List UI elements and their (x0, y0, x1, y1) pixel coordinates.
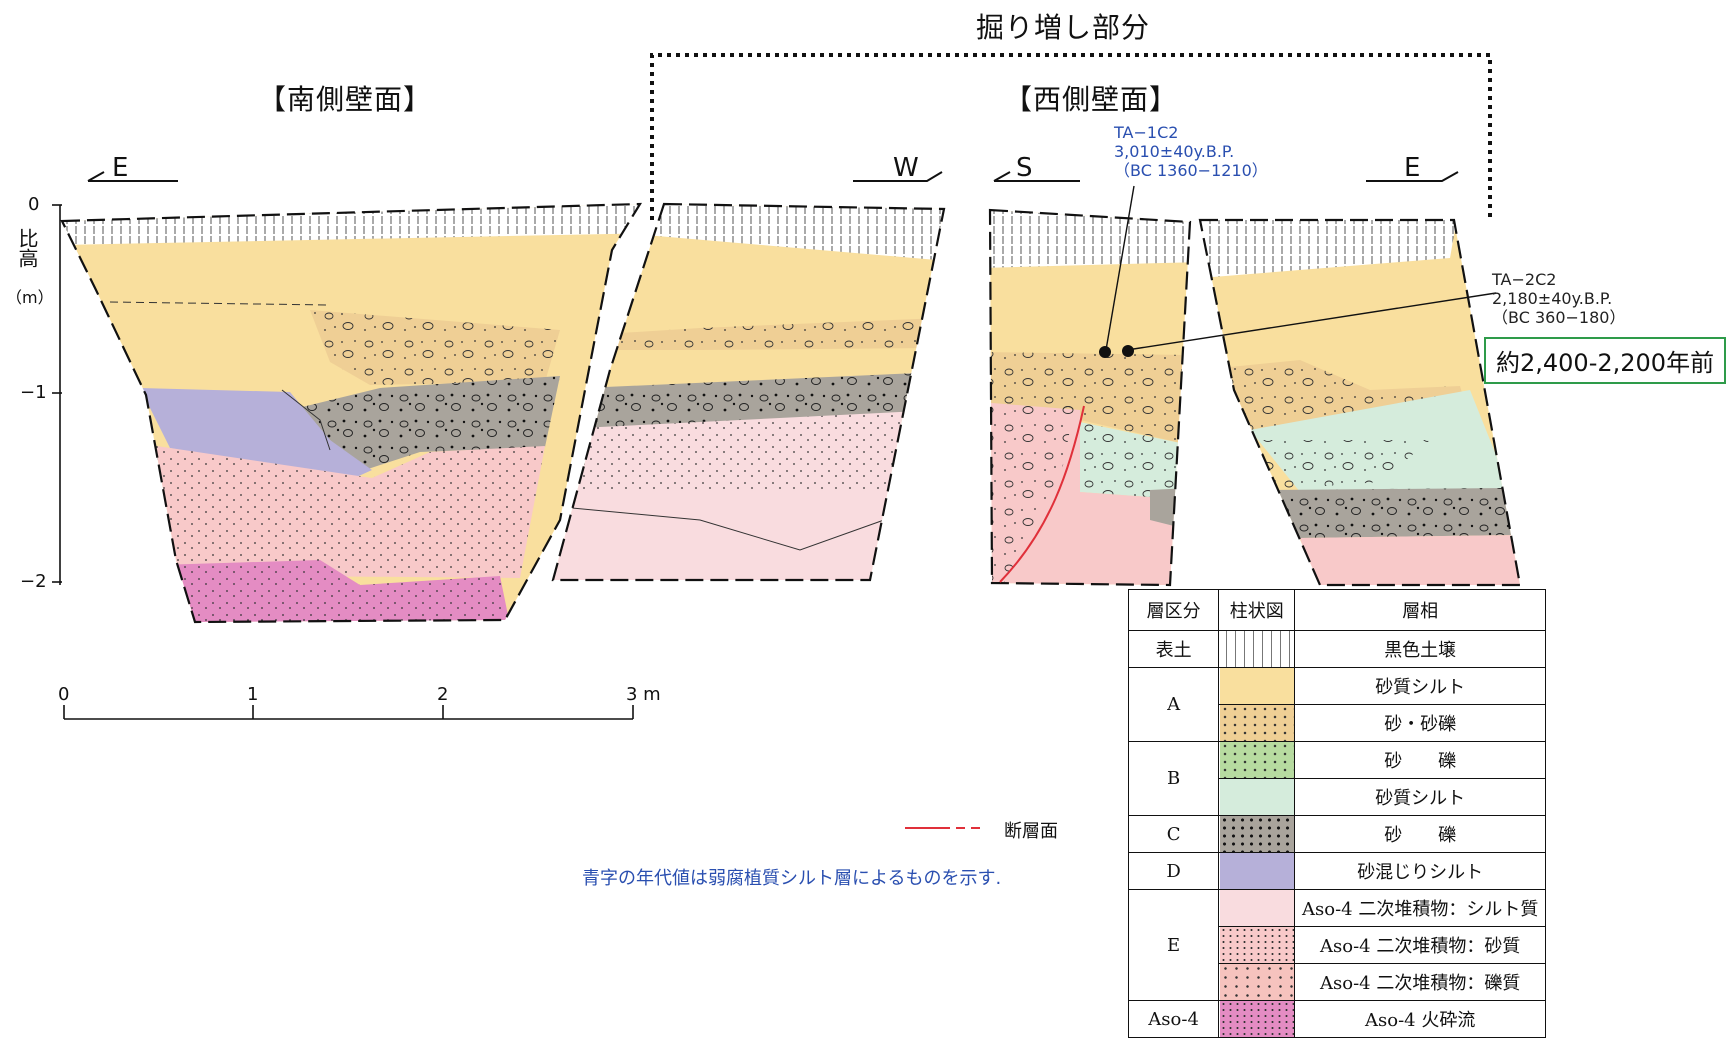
swatch-a-silt (1219, 668, 1294, 704)
legend-row: Aso-4 二次堆積物：砂質 (1129, 926, 1546, 964)
legend-division: D (1127, 852, 1220, 890)
direction-west: W (893, 153, 919, 183)
elevation-tick-1: −1 (20, 382, 47, 403)
swatch-a-gravel (1219, 705, 1294, 741)
legend-swatch-cell (1218, 815, 1296, 853)
sample-age: 3,010±40y.B.P. (1114, 142, 1235, 161)
elevation-tick-2: −2 (20, 571, 47, 592)
legend-swatch-cell (1218, 852, 1296, 890)
legend-facies: 黒色土壌 (1294, 630, 1546, 668)
legend-row: B 砂 礫 (1127, 741, 1546, 816)
age-estimate-box: 約2,400-2,200年前 (1484, 337, 1727, 384)
legend-division: B (1127, 741, 1220, 816)
legend-swatch-cell (1218, 889, 1296, 927)
legend-row: D 砂混じりシルト (1127, 852, 1546, 890)
legend-header-facies: 層相 (1294, 589, 1546, 631)
legend-facies: Aso-4 火砕流 (1294, 1000, 1546, 1038)
swatch-e-gravel (1219, 964, 1294, 1000)
legend-facies: 砂 礫 (1294, 815, 1546, 853)
direction-south: S (1016, 153, 1033, 183)
legend-facies: 砂混じりシルト (1294, 852, 1546, 890)
swatch-b-gravel (1219, 742, 1294, 778)
sample-annotation-ta-1c2: TA−1C2 3,010±40y.B.P. （BC 1360−1210） (1114, 123, 1268, 180)
legend-row: 砂質シルト (1129, 778, 1546, 816)
fault-legend-label: 断層面 (1004, 821, 1058, 842)
legend-facies: Aso-4 二次堆積物：シルト質 (1294, 889, 1546, 927)
sample-id: TA−2C2 (1492, 270, 1557, 289)
legend-swatch-cell (1218, 630, 1296, 668)
scale-tick-0: 0 (58, 684, 70, 705)
legend-swatch-cell (1218, 667, 1296, 705)
legend-row: 表土 黒色土壌 (1127, 630, 1546, 668)
swatch-b-silt (1219, 779, 1294, 815)
west-wall-title: 【西側壁面】 (1004, 83, 1179, 116)
swatch-e-silt (1219, 890, 1294, 926)
sample-annotation-ta-2c2: TA−2C2 2,180±40y.B.P. （BC 360−180） (1492, 270, 1625, 327)
legend-facies: Aso-4 二次堆積物：礫質 (1294, 963, 1546, 1001)
legend-division: E (1127, 889, 1220, 1001)
legend-row: C 砂 礫 (1127, 815, 1546, 853)
legend-facies: 砂 礫 (1294, 741, 1546, 779)
legend-row: 砂・砂礫 (1129, 704, 1546, 742)
legend-division: Aso-4 (1127, 1000, 1220, 1038)
direction-east-west-wall: E (1404, 153, 1421, 183)
swatch-topsoil (1219, 631, 1294, 667)
elevation-axis-unit: （m） (6, 288, 54, 307)
legend-division: C (1127, 815, 1220, 853)
legend-swatch-cell (1218, 926, 1296, 964)
swatch-aso4 (1219, 1001, 1294, 1037)
legend-header-row: 層区分 柱状図 層相 (1127, 589, 1546, 631)
legend-table: 層区分 柱状図 層相 表土 黒色土壌 A 砂質シルト 砂・砂礫 B 砂 礫 砂質… (1127, 589, 1546, 1038)
elevation-tick-0: 0 (28, 194, 40, 215)
legend-swatch-cell (1218, 1000, 1296, 1038)
sample-calibrated: （BC 1360−1210） (1114, 161, 1268, 180)
legend-facies: 砂質シルト (1294, 667, 1546, 705)
legend-header-column: 柱状図 (1218, 589, 1296, 631)
sample-age: 2,180±40y.B.P. (1492, 289, 1613, 308)
legend-header-division: 層区分 (1127, 589, 1220, 631)
sample-id: TA−1C2 (1114, 123, 1179, 142)
legend-division: 表土 (1127, 630, 1220, 668)
legend-swatch-cell (1218, 741, 1296, 779)
legend-row: E Aso-4 二次堆積物：シルト質 (1127, 889, 1546, 1001)
extension-label: 掘り増し部分 (976, 11, 1151, 44)
south-wall-title: 【南側壁面】 (258, 83, 433, 116)
legend-row: Aso-4 二次堆積物：礫質 (1129, 963, 1546, 1001)
swatch-e-sand (1219, 927, 1294, 963)
elevation-axis-label: 比高 (15, 228, 39, 268)
scale-tick-1: 1 (247, 684, 259, 705)
scale-tick-3: 3 m (626, 684, 661, 705)
legend-swatch-cell (1218, 778, 1296, 816)
legend-row: Aso-4 Aso-4 火砕流 (1127, 1000, 1546, 1038)
direction-east-south-wall: E (112, 153, 129, 183)
legend-facies: 砂・砂礫 (1294, 704, 1546, 742)
legend-swatch-cell (1218, 704, 1296, 742)
note-text: 青字の年代値は弱腐植質シルト層によるものを示す. (582, 868, 1002, 889)
legend-row: A 砂質シルト (1127, 667, 1546, 742)
legend-swatch-cell (1218, 963, 1296, 1001)
swatch-c-gravel (1219, 816, 1294, 852)
legend-facies: 砂質シルト (1294, 778, 1546, 816)
legend-facies: Aso-4 二次堆積物：砂質 (1294, 926, 1546, 964)
swatch-d (1219, 853, 1294, 889)
legend-division: A (1127, 667, 1220, 742)
scale-tick-2: 2 (437, 684, 449, 705)
sample-calibrated: （BC 360−180） (1492, 308, 1626, 327)
